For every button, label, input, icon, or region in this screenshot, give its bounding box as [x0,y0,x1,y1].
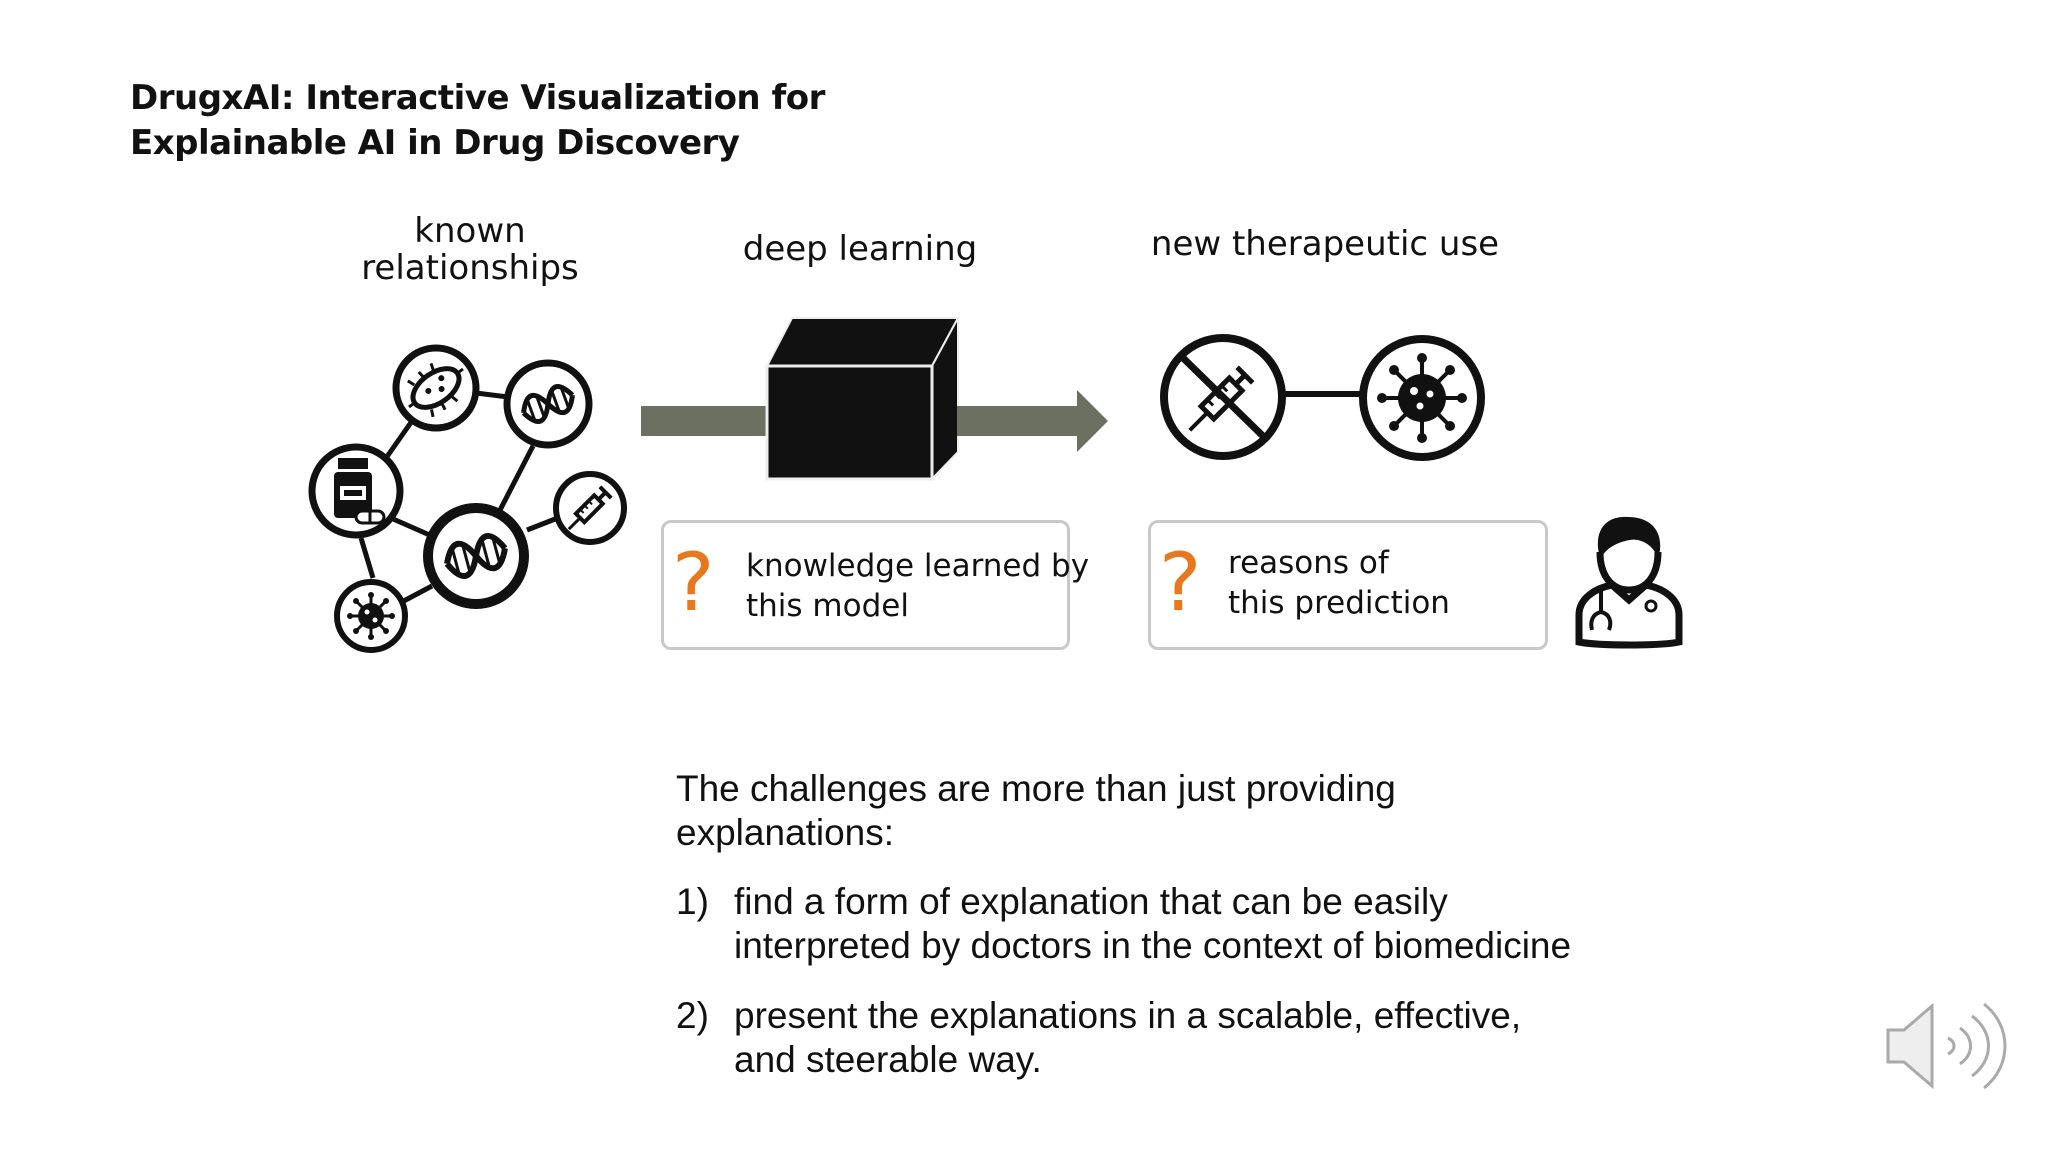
black-box-cube-icon [765,317,960,482]
list-item-number: 1) [676,881,709,922]
question-mark-icon: ? [672,536,715,629]
list-item: 2) present the explanations in a scalabl… [676,994,1696,1082]
output-arrow-head [1077,390,1108,452]
intro-line-2: explanations: [676,812,895,853]
prediction-reasons-line-2: this prediction [1228,585,1450,621]
known-label-line-2: relationships [361,248,579,288]
model-knowledge-box: ? knowledge learned by this model [661,520,1089,650]
title-line-1: DrugxAI: Interactive Visualization for [130,78,825,118]
knowledge-graph [308,344,627,653]
model-knowledge-line-2: this model [746,588,909,624]
known-relationships-label: known relationships [330,213,610,287]
prediction-reasons-text: reasons of this prediction [1228,543,1450,623]
prediction-reasons-line-1: reasons of [1228,545,1389,581]
prediction-reasons-box: ? reasons of this prediction [1148,520,1548,650]
slide-title: DrugxAI: Interactive Visualization for E… [130,76,890,166]
input-arrow-shaft [641,406,768,436]
question-mark-icon: ? [1159,536,1202,629]
list-item: 1) find a form of explanation that can b… [676,880,1696,968]
list-item-line: present the explanations in a scalable, … [734,995,1522,1036]
list-item-number: 2) [676,995,709,1036]
title-line-2: Explainable AI in Drug Discovery [130,123,740,163]
known-label-line-1: known [414,211,526,251]
doctor-icon [1575,516,1683,649]
syringe-icon [1160,334,1286,460]
deep-learning-flow [641,317,1108,482]
list-item-line: find a form of explanation that can be e… [734,881,1448,922]
model-knowledge-text: knowledge learned by this model [746,546,1089,626]
new-therapeutic-use-label: new therapeutic use [1150,224,1500,264]
bacteria-icon [392,344,480,432]
prediction-relation [1160,334,1485,461]
virus-icon [334,579,408,653]
list-item-line: interpreted by doctors in the context of… [734,925,1572,966]
challenges-intro: The challenges are more than just provid… [676,767,1656,855]
intro-line-1: The challenges are more than just provid… [676,768,1396,809]
medicine-bottle-icon [308,443,404,539]
speaker-icon[interactable] [1880,995,2010,1095]
deep-learning-label: deep learning [742,229,978,269]
virus-icon [1359,335,1485,461]
dna-icon [503,359,593,449]
syringe-icon [553,471,627,545]
dna-icon [423,503,529,609]
output-arrow-shaft [957,406,1079,436]
challenges-list: 1) find a form of explanation that can b… [676,880,1696,1108]
model-knowledge-line-1: knowledge learned by [746,548,1090,584]
list-item-line: and steerable way. [734,1039,1042,1080]
